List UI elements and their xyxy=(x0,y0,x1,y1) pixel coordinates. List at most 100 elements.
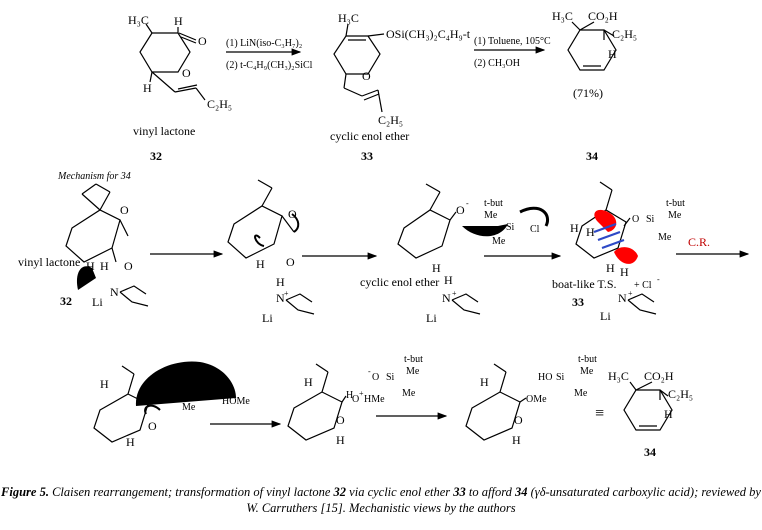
h-label: H xyxy=(512,433,521,447)
charge-label: + xyxy=(452,289,457,298)
mechanism-step-2: O O H H N + Li xyxy=(227,179,315,325)
h-label: H xyxy=(606,261,615,275)
orbital-lobe-icon xyxy=(135,361,236,406)
compound-number: 33 xyxy=(572,295,584,309)
h-label: H xyxy=(586,225,595,239)
curved-arrow-icon xyxy=(254,234,265,247)
ethyl-label: C₂H₅ xyxy=(612,27,637,41)
oxonium-o-label: O xyxy=(352,394,359,405)
caption-text: (γδ-unsaturated carboxylic acid); review… xyxy=(246,485,761,515)
charge-label: + xyxy=(359,389,364,398)
h-label: H xyxy=(256,257,265,271)
h-label: H xyxy=(570,221,579,235)
h-label: H xyxy=(480,375,489,389)
mechanism-title: Mechanism for 34 xyxy=(57,171,131,182)
oxide-label: O xyxy=(372,372,379,383)
n-label: N xyxy=(110,285,119,299)
carboxyl-label: CO₂H xyxy=(644,369,674,383)
mechanism-step-5: H H O Me HOMe xyxy=(93,361,250,449)
methyl-label: Me xyxy=(484,210,498,221)
enolate-o-label: O xyxy=(456,203,465,217)
compound-ref: 33 xyxy=(453,485,466,499)
silicon-label: Si xyxy=(646,214,655,225)
compound-name: vinyl lactone xyxy=(133,124,195,138)
h-label: H xyxy=(608,47,617,61)
methyl-label: Me xyxy=(492,236,506,247)
carbonyl-o-label: O xyxy=(198,34,207,48)
carbonyl-o-label: O xyxy=(120,203,129,217)
figure-label: Figure 5. xyxy=(1,485,49,499)
silicon-label: Si xyxy=(556,372,565,383)
h3c-label: H₃C xyxy=(128,13,149,27)
ts-name: boat-like T.S. xyxy=(552,277,617,291)
h3c-label: H₃C xyxy=(608,369,629,383)
curved-arrow-icon xyxy=(519,206,549,227)
t-butyl-label: t-but xyxy=(404,354,423,365)
h-label: H xyxy=(336,433,345,447)
methoxy-label: OMe xyxy=(526,394,547,405)
charge-label: - xyxy=(368,367,371,376)
charge-label: + xyxy=(284,289,289,298)
compound-ref: 32 xyxy=(333,485,347,499)
ring-o-label: O xyxy=(124,259,133,273)
compound-ref: 34 xyxy=(515,485,528,499)
h-label: H xyxy=(126,435,135,449)
h-label: H xyxy=(432,261,441,275)
t-butyl-label: t-but xyxy=(578,354,597,365)
n-label: N xyxy=(618,291,627,305)
n-label: N xyxy=(276,291,285,305)
methyl-label: Me xyxy=(668,210,682,221)
equivalence-symbol: ≡ xyxy=(595,405,604,422)
ring-o-label: O xyxy=(362,69,371,83)
compound-number: 32 xyxy=(150,149,162,163)
ethyl-label: C₂H₅ xyxy=(207,97,232,111)
reagent-step-1: (1) Toluene, 105°C xyxy=(474,36,551,47)
li-label: Li xyxy=(600,309,611,323)
electron-flow-arrows-icon xyxy=(593,222,625,250)
yield-label: (71%) xyxy=(573,86,603,100)
claisen-rearrangement-label: C.R. xyxy=(688,235,710,249)
o-label: O xyxy=(336,413,345,427)
methyl-label: Me xyxy=(182,402,196,413)
compound-number: 32 xyxy=(60,294,72,308)
compound-number: 34 xyxy=(644,445,656,459)
compound-34-product: H₃C CO₂H C₂H₅ H (71%) 34 xyxy=(552,9,637,163)
compound-name: vinyl lactone xyxy=(18,255,80,269)
reagent-step-1: (1) LiN(iso-C₃H₇)₂ xyxy=(226,38,302,49)
h-label: H xyxy=(100,259,109,273)
compound-33-cyclic-enol-ether: H₃C OSi(CH₃)₂C₄H₉-t O C₂H₅ cyclic enol e… xyxy=(330,11,471,163)
h-label: H xyxy=(620,265,629,279)
o-label: O xyxy=(632,214,639,225)
li-label: Li xyxy=(426,311,437,325)
figure-caption: Figure 5. Claisen rearrangement; transfo… xyxy=(0,484,762,516)
mechanism-step-1: O O H H vinyl lactone 32 N Li xyxy=(18,183,149,309)
o-label: O xyxy=(148,419,157,433)
methyl-label: Me xyxy=(580,366,594,377)
mechanism-step-3: O - H cyclic enol ether t-but Me Si Cl M… xyxy=(360,183,549,325)
compound-name: cyclic enol ether xyxy=(360,275,439,289)
methyl-label: Me xyxy=(574,388,588,399)
methyl-label: Me xyxy=(406,366,420,377)
charge-label: + xyxy=(628,289,633,298)
h-label: H xyxy=(174,14,183,28)
t-butyl-label: t-but xyxy=(484,198,503,209)
h-label: H xyxy=(276,275,285,289)
curved-arrow-icon xyxy=(462,224,508,237)
t-butyl-label: t-but xyxy=(666,198,685,209)
caption-text: to afford xyxy=(465,485,515,499)
reaction-arrow-2: (1) Toluene, 105°C (2) CH₃OH xyxy=(474,36,551,69)
charge-label: - xyxy=(466,199,469,208)
methyl-label: HMe xyxy=(364,394,385,405)
curved-arrow-icon xyxy=(291,213,300,233)
h-label: H xyxy=(346,390,353,401)
h3c-label: H₃C xyxy=(338,11,359,25)
caption-text: Claisen rearrangement; transformation of… xyxy=(48,485,334,499)
chloride-label: + Cl xyxy=(634,280,652,291)
silyl-ether-label: OSi(CH₃)₂C₄H₉-t xyxy=(386,27,471,41)
reaction-arrow-1: (1) LiN(iso-C₃H₇)₂ (2) t-C₄H₉(CH₃)₂SiCl xyxy=(226,38,313,71)
mechanism-step-4-transition-state: H H H O Si t-but Me Me boat-like T.S. H … xyxy=(552,181,685,323)
charge-label: - xyxy=(657,275,660,284)
compound-32-vinyl-lactone: H₃C H O O H C₂H₅ vinyl lactone 32 xyxy=(128,13,232,163)
silicon-label: Si xyxy=(386,372,395,383)
carboxyl-label: CO₂H xyxy=(588,9,618,23)
